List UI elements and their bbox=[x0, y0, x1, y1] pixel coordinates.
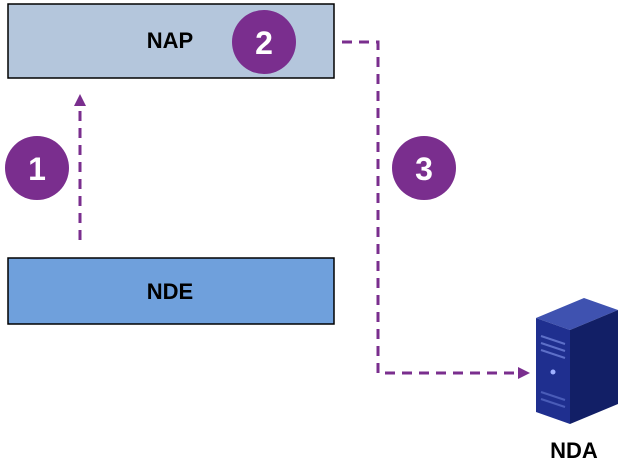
step-badge-1-label: 1 bbox=[28, 151, 46, 187]
server-icon bbox=[536, 298, 618, 424]
step-badge-3: 3 bbox=[392, 136, 456, 200]
nde-box: NDE bbox=[7, 257, 335, 325]
nap-label: NAP bbox=[147, 28, 193, 53]
step-badge-3-label: 3 bbox=[415, 151, 433, 187]
arrow-nap-to-nda bbox=[342, 40, 530, 379]
step-badge-1: 1 bbox=[5, 136, 69, 200]
step-badge-2: 2 bbox=[232, 10, 296, 74]
nda-label: NDA bbox=[550, 438, 598, 463]
step-badge-2-label: 2 bbox=[255, 25, 273, 61]
nde-label: NDE bbox=[147, 279, 193, 304]
